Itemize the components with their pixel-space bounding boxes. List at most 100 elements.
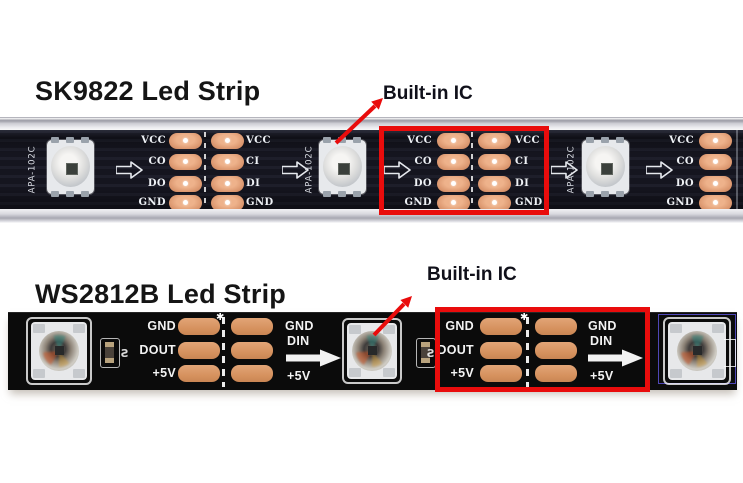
led-pin: [586, 137, 594, 143]
sk9822-led: [319, 137, 366, 197]
solder-pad: [178, 365, 220, 382]
capacitor-body: [421, 342, 430, 363]
data-flow-arrow-icon: [286, 349, 341, 367]
pad-label: +5V: [152, 366, 176, 380]
pad-label: GND: [515, 197, 543, 208]
direction-arrow-icon: [384, 161, 411, 179]
chip-marking-text: APA-102C: [27, 145, 38, 194]
solder-pad: [699, 133, 732, 149]
led-contact: [383, 325, 395, 334]
pad-label: DO: [413, 178, 432, 189]
photo-seam: [736, 130, 738, 209]
ws2812b-strip-photo: Ƨ GND DOUT +5V ✱ GND DIN +5V Ƨ GND: [8, 312, 737, 390]
solder-pad: [478, 133, 511, 149]
capacitor: [100, 338, 120, 368]
solder-pad: [480, 365, 522, 382]
pad-label: DI: [515, 178, 530, 189]
data-flow-arrow-icon: [588, 349, 643, 367]
led-pin: [353, 191, 361, 197]
pad-label: DIN: [287, 334, 310, 348]
led-pin: [586, 191, 594, 197]
sk9822-pcb: APA-102C VCC CO DO GND: [0, 130, 743, 211]
led-pin: [81, 191, 89, 197]
sk9822-builtin-ic-highlight: [379, 126, 549, 215]
led-pin: [66, 191, 74, 197]
led-pin: [323, 191, 331, 197]
sk9822-led: [582, 137, 629, 197]
cut-line: [526, 317, 529, 387]
solder-pad: [231, 342, 273, 359]
sk9822-title: SK9822 Led Strip: [35, 76, 261, 106]
pad-label: +5V: [450, 366, 474, 380]
solder-pad: [478, 154, 511, 170]
pad-label: DOUT: [437, 343, 474, 357]
solder-pad: [478, 195, 511, 211]
capacitor-body: [105, 342, 114, 363]
direction-arrow-icon: [282, 161, 309, 179]
led-pin: [323, 137, 331, 143]
cut-mark-icon: ✱: [216, 312, 225, 323]
solder-pad: [480, 342, 522, 359]
sk9822-builtin-ic-label: Built-in IC: [383, 83, 473, 104]
led-ic-chip: [66, 163, 78, 175]
solder-pad: [169, 154, 202, 170]
solder-pad: [178, 318, 220, 335]
pad-label: GND: [666, 197, 694, 208]
pad-label: CO: [414, 156, 432, 167]
pad-label: VCC: [246, 135, 271, 146]
chip-marking-text: APA-102C: [566, 145, 577, 194]
led-ic-chip: [338, 163, 350, 175]
solder-pad: [699, 176, 732, 192]
solder-pad: [211, 176, 244, 192]
pad-label: VCC: [407, 135, 432, 146]
pad-label: VCC: [515, 135, 540, 146]
led-pin: [616, 191, 624, 197]
led-pin: [338, 137, 346, 143]
led-pin: [81, 137, 89, 143]
cut-line: [471, 132, 473, 207]
led-contact: [33, 324, 45, 333]
sk9822-led: [47, 137, 94, 197]
direction-arrow-icon: [116, 161, 143, 179]
solder-pad: [231, 365, 273, 382]
chip-marking-text: APA-102C: [304, 145, 315, 194]
led-pin: [338, 191, 346, 197]
pad-label: VCC: [141, 135, 166, 146]
ws2812b-led: [26, 317, 92, 385]
component-designator-icon: Ƨ: [427, 347, 435, 360]
led-contact: [670, 369, 682, 378]
led-dome: [39, 331, 79, 371]
cut-line: [204, 132, 206, 207]
solder-pad: [211, 195, 244, 211]
led-pin: [51, 191, 59, 197]
pad-label: GND: [285, 319, 314, 333]
solder-pad: [437, 176, 470, 192]
ws2812b-builtin-ic-label: Built-in IC: [427, 264, 517, 285]
pad-label: DIN: [590, 334, 613, 348]
solder-pad: [699, 154, 732, 170]
pad-label: GND: [246, 197, 274, 208]
pad-label: CI: [246, 156, 260, 167]
pad-label: GND: [147, 319, 176, 333]
pad-label: GND: [445, 319, 474, 333]
led-contact: [349, 368, 361, 377]
pad-label: GND: [404, 197, 432, 208]
led-dome: [677, 331, 717, 371]
led-contact: [383, 368, 395, 377]
solder-pad: [178, 342, 220, 359]
ws2812b-title: WS2812B Led Strip: [35, 279, 286, 309]
led-ic-chip: [601, 163, 613, 175]
solder-pad: [437, 195, 470, 211]
led-contact: [73, 324, 85, 333]
solder-pad: [211, 154, 244, 170]
pad-label: DO: [147, 178, 166, 189]
led-pin: [616, 137, 624, 143]
pad-label: CO: [676, 156, 694, 167]
solder-pad: [231, 318, 273, 335]
pad-label: +5V: [287, 369, 311, 383]
component-designator-icon: Ƨ: [121, 347, 129, 360]
led-pin: [601, 191, 609, 197]
solder-pad: [437, 133, 470, 149]
pad-label: VCC: [669, 135, 694, 146]
